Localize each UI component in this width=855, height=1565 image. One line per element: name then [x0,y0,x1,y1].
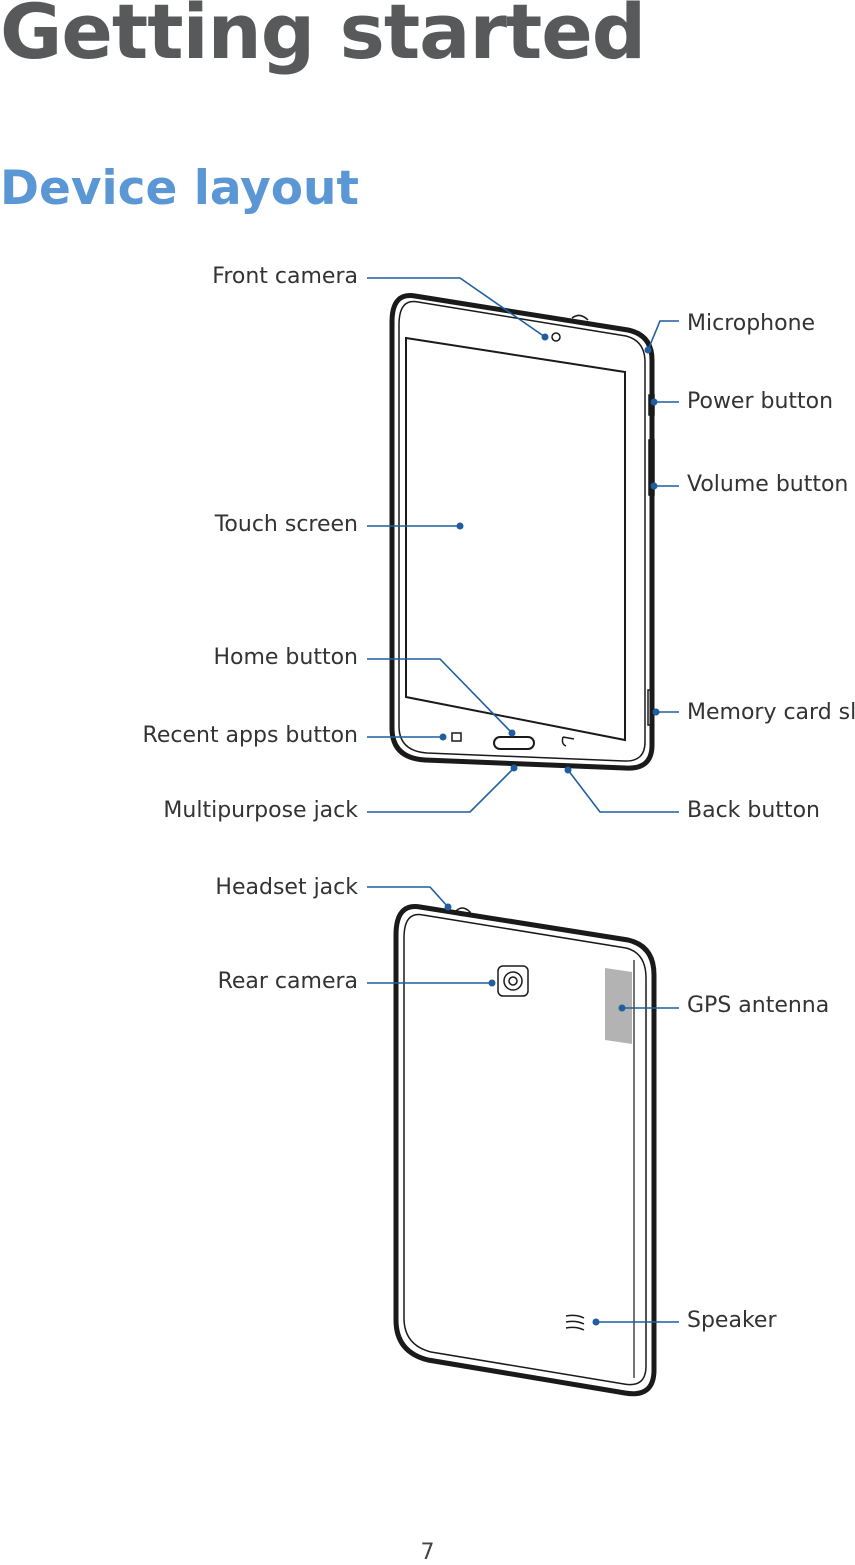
label-touch-screen: Touch screen [214,512,358,537]
gps-antenna-area [605,968,632,1044]
label-gps-antenna: GPS antenna [687,993,830,1018]
label-multipurpose-jack: Multipurpose jack [163,798,358,823]
label-microphone: Microphone [687,311,816,336]
label-headset-jack: Headset jack [215,875,358,900]
speaker-grill [565,1314,585,1331]
label-volume-button: Volume button [687,472,849,497]
memory-slot [647,689,654,726]
tablet-back [393,904,657,1397]
section-title: Device layout [0,161,359,216]
headset-jack-port [453,907,472,917]
back-key [561,736,575,747]
label-rear-camera: Rear camera [217,969,358,994]
callouts [367,277,679,1326]
page-number: 7 [420,1540,435,1565]
tablet-front [389,293,655,771]
label-home-button: Home button [213,645,358,670]
label-front-camera: Front camera [212,264,358,289]
label-speaker: Speaker [687,1308,777,1333]
label-back-button: Back button [687,798,820,823]
volume-key [648,439,655,496]
page-title: Getting started [0,0,646,76]
touch-screen-panel [405,336,626,742]
label-power-button: Power button [687,389,834,414]
home-button-key [493,736,535,750]
front-camera-lens [551,332,561,342]
label-memory-card-slot: Memory card slot [687,700,855,725]
label-recent-apps-button: Recent apps button [142,723,358,748]
rear-camera-module [497,965,529,997]
recent-apps-key [451,732,462,742]
